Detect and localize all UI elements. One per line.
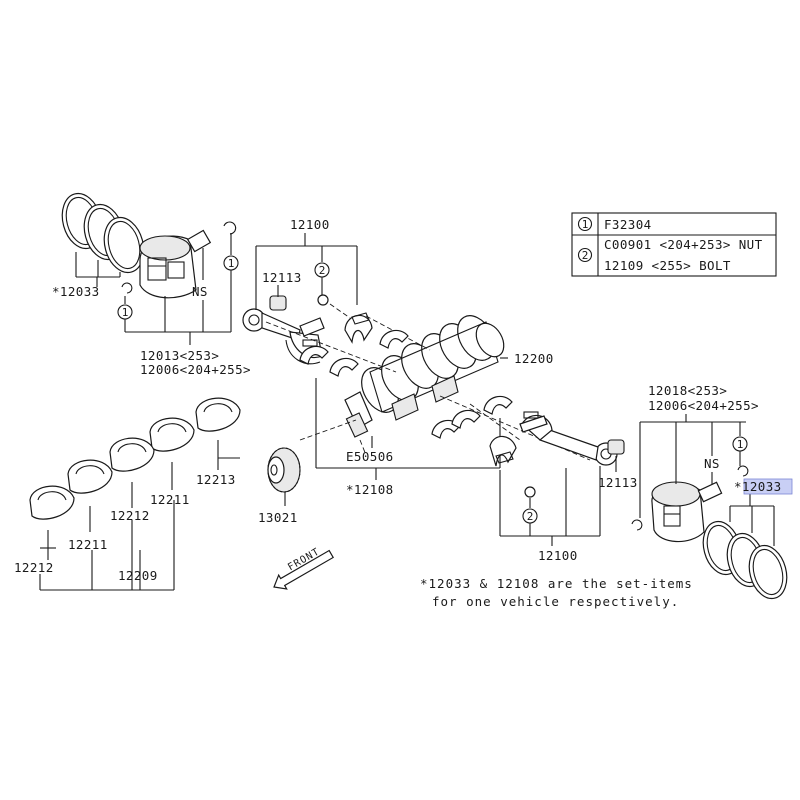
label-bearing-e: 12212 (14, 560, 54, 575)
label-crank-set: *12108 (346, 482, 394, 497)
piston-left-callouts: 1 1 (117, 233, 239, 345)
label-rings-right: *12033 (734, 479, 782, 494)
label-rod-right-bushing: 12113 (598, 475, 638, 490)
piston-right-callouts: 1 (639, 414, 748, 518)
legend-row-3: 12109 <255> BOLT (604, 258, 731, 273)
label-sprocket: 13021 (258, 510, 298, 525)
piston-left (121, 221, 237, 299)
connecting-rod-right-callouts: 2 (499, 456, 617, 546)
main-bearings-callouts (39, 440, 240, 591)
rings-right-highlight (743, 478, 793, 495)
legend-row-1: F32304 (604, 217, 652, 232)
label-rod-left-group: 12100 (290, 217, 330, 232)
piston-right (631, 465, 749, 543)
connecting-rod-left-callouts: 2 (255, 233, 358, 310)
label-key: E50506 (346, 449, 394, 464)
label-piston-left-a: 12013<253> (140, 348, 219, 363)
sprocket (267, 447, 301, 506)
label-piston-left-b: 12006<204+255> (140, 362, 251, 377)
legend-marker-2: 2 (582, 249, 589, 262)
crankshaft (344, 315, 508, 438)
marker-2-right: 2 (527, 510, 534, 523)
marker-1-left-bottom: 1 (122, 306, 129, 319)
label-ns-left: NS (192, 284, 208, 299)
note-line-1: *12033 & 12108 are the set-items (420, 576, 693, 591)
crank-bearing-shells (299, 329, 513, 439)
label-ns-right: NS (704, 456, 720, 471)
label-rod-left-bushing: 12113 (262, 270, 302, 285)
front-arrow: FRONT (273, 546, 334, 590)
label-bearing-c: 12212 (110, 508, 150, 523)
main-bearings (29, 397, 241, 520)
label-bearing-b: 12211 (150, 492, 190, 507)
legend-row-2: C00901 <204+253> NUT (604, 237, 763, 252)
piston-rings-right (702, 494, 788, 600)
label-bearing-a: 12213 (196, 472, 236, 487)
label-piston-right-a: 12018<253> (648, 383, 727, 398)
note-line-2: for one vehicle respectively. (432, 594, 679, 609)
label-bearing-d: 12211 (68, 537, 108, 552)
piston-rings-left (61, 192, 145, 287)
label-rod-right-group: 12100 (538, 548, 578, 563)
label-rings-left: *12033 (52, 284, 100, 299)
legend-marker-1: 1 (582, 218, 589, 231)
crankshaft-callouts (315, 378, 501, 480)
marker-1-right: 1 (737, 438, 744, 451)
label-piston-right-b: 12006<204+255> (648, 398, 759, 413)
legend-table: 1 F32304 2 C00901 <204+253> NUT 12109 <2… (571, 212, 777, 277)
connecting-rod-right (489, 411, 625, 498)
marker-2-left: 2 (319, 264, 326, 277)
label-bearing-group: 12209 (118, 568, 158, 583)
label-crankshaft: 12200 (514, 351, 554, 366)
marker-1-left-top: 1 (228, 257, 235, 270)
